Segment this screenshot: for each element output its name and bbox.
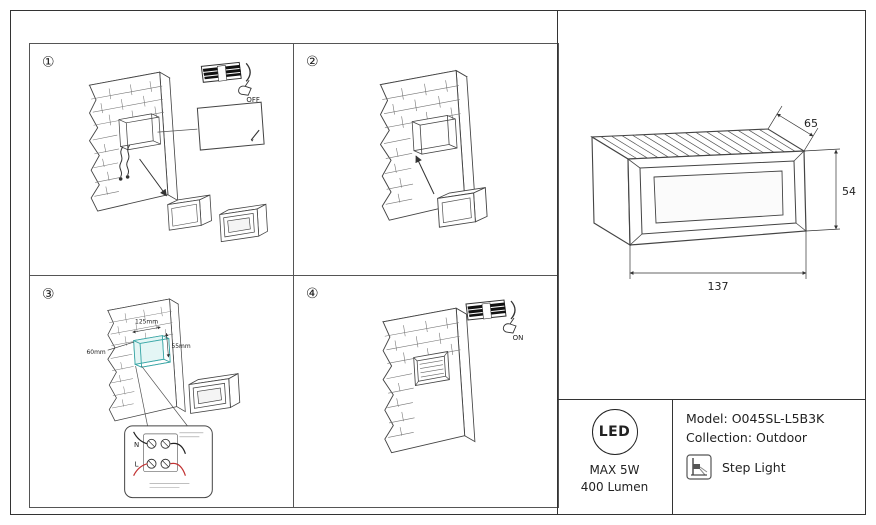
step-1-panel: ① [30, 44, 294, 276]
insert-direction-arrow [415, 155, 435, 195]
height-dimension-label: 54 [842, 185, 856, 198]
step-4-number: ④ [306, 286, 319, 302]
product-type-row: Step Light [686, 454, 859, 480]
step-3-panel: ③ 125mm 55 [30, 276, 294, 507]
step-1-number: ① [42, 54, 55, 70]
width-dimension-label: 137 [708, 280, 729, 293]
hole-depth-label: 60mm [86, 349, 105, 356]
max-power-label: MAX 5W [589, 463, 640, 477]
model-label: Model: O045SL-L5B3K [686, 411, 825, 426]
spec-info-column: Model: O045SL-L5B3K Collection: Outdoor … [673, 400, 865, 514]
step-2-number: ② [306, 54, 319, 70]
step-4-panel: ④ ON [294, 276, 558, 507]
marking-template [157, 101, 265, 151]
spec-panel: LED MAX 5W 400 Lumen Model: O045SL-L5B3K… [557, 399, 865, 514]
step-light-fixture-illustration [188, 373, 241, 414]
brick-wall-illustration [382, 307, 476, 454]
wiring-detail: N L [124, 365, 213, 499]
hole-width-label: 125mm [135, 318, 158, 325]
switch-off-label: OFF [246, 96, 260, 104]
power-switch-off-icon [200, 61, 252, 96]
product-dimension-drawing: 65 54 137 [590, 105, 856, 293]
neutral-terminal-label: N [134, 441, 139, 449]
step-light-fixture-illustration [219, 203, 268, 243]
fixture-body [590, 128, 807, 246]
live-terminal-label: L [135, 461, 139, 469]
neutral-wire [133, 431, 186, 454]
hole-dimensions [107, 326, 170, 358]
step-2-panel: ② [294, 44, 558, 276]
led-label: LED [598, 424, 631, 440]
lumen-label: 400 Lumen [580, 480, 649, 494]
wire-lines [118, 144, 131, 181]
step-light-icon [686, 454, 712, 480]
collection-label: Collection: Outdoor [686, 430, 808, 445]
install-direction-arrow [139, 158, 167, 197]
sheet-border: ① [10, 10, 866, 515]
live-wire [133, 462, 186, 476]
depth-dimension-label: 65 [804, 117, 818, 130]
installation-steps-grid: ① [29, 43, 559, 508]
hole-height-label: 55mm [171, 343, 190, 350]
dimension-lines [629, 105, 841, 279]
power-switch-on-icon [465, 299, 517, 334]
top-grille-hatch [600, 129, 796, 159]
spec-led-column: LED MAX 5W 400 Lumen [557, 400, 673, 514]
product-type-label: Step Light [722, 459, 786, 475]
led-badge: LED [591, 409, 638, 455]
vertical-divider [557, 11, 558, 514]
step-3-number: ③ [42, 286, 55, 302]
installed-step-light [413, 351, 450, 386]
fine-print-lines [149, 432, 204, 488]
mounting-box-illustration [167, 194, 212, 231]
switch-on-label: ON [513, 334, 524, 342]
brick-wall-illustration [89, 71, 179, 212]
